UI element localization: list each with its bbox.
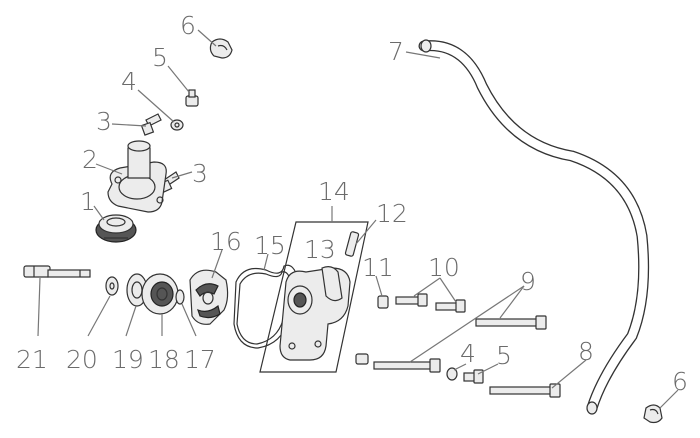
impeller <box>189 269 229 325</box>
callout-4-top: 4 <box>121 67 137 96</box>
long-bolt-upper <box>475 315 547 330</box>
pump-cover <box>279 266 351 361</box>
pump-shaft <box>23 265 91 278</box>
pipe-fitting <box>344 231 360 257</box>
thermostat-housing <box>107 140 167 213</box>
callout-16: 16 <box>210 227 242 256</box>
bolt-top <box>185 89 199 107</box>
callout-10: 10 <box>428 253 460 282</box>
callout-18: 18 <box>148 345 180 374</box>
dowel-pin-upper <box>377 295 389 309</box>
washer-top <box>170 119 184 131</box>
callout-2: 2 <box>82 145 98 174</box>
washer-bottom <box>446 367 458 381</box>
dowel-pin-lower <box>355 353 369 365</box>
callout-6-bottom: 6 <box>672 367 688 396</box>
callout-4-bottom: 4 <box>460 339 476 368</box>
shaft-washer <box>105 276 119 296</box>
callout-3-right: 3 <box>192 159 208 188</box>
callout-17: 17 <box>184 345 216 374</box>
hose-clamp-bottom <box>643 404 663 424</box>
callout-19: 19 <box>112 345 144 374</box>
small-washer <box>175 289 185 305</box>
leader-lines <box>37 29 679 409</box>
callout-7: 7 <box>388 37 404 66</box>
callout-8: 8 <box>578 337 594 366</box>
bolt-bottom <box>463 369 484 384</box>
callout-6-top: 6 <box>180 11 196 40</box>
long-bolt-lower <box>373 358 441 373</box>
coolant-hose <box>418 39 650 415</box>
callout-5-top: 5 <box>152 43 168 72</box>
long-bolt-bottom <box>489 383 561 398</box>
callout-15: 15 <box>254 231 286 260</box>
short-bolt-left <box>395 293 428 307</box>
bolt-left <box>140 113 162 136</box>
callout-13: 13 <box>304 235 336 264</box>
hose-clamp-top <box>209 38 233 59</box>
pump-cover-bracket <box>259 206 369 373</box>
callout-21: 21 <box>16 345 48 374</box>
thermostat <box>95 214 137 243</box>
mechanical-seal <box>141 273 179 315</box>
callout-9: 9 <box>520 267 536 296</box>
callout-3-top: 3 <box>96 107 112 136</box>
short-bolt-right <box>435 299 466 313</box>
callout-14: 14 <box>318 177 350 206</box>
callout-12: 12 <box>376 199 408 228</box>
callout-5-bottom: 5 <box>496 341 512 370</box>
callout-1: 1 <box>80 187 96 216</box>
callout-20: 20 <box>66 345 98 374</box>
callout-11: 11 <box>362 253 394 282</box>
